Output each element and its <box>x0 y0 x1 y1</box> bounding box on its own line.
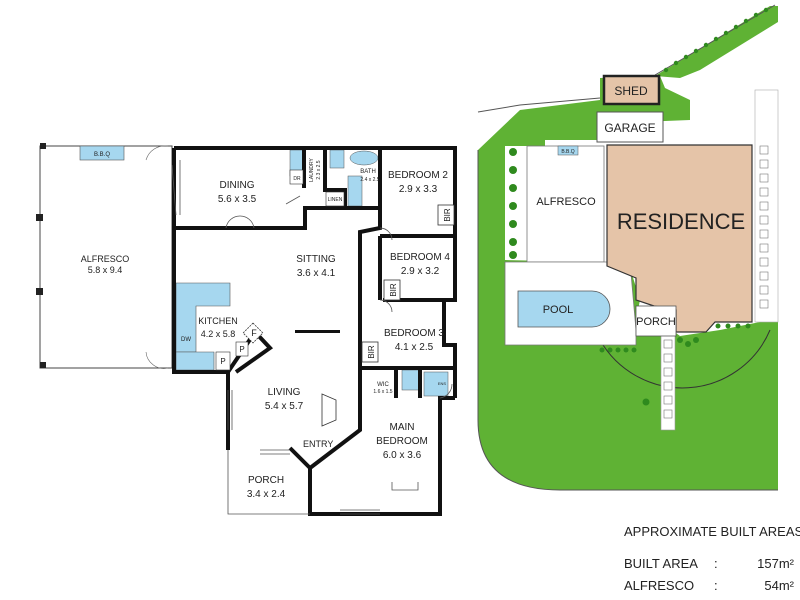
fridge-box <box>242 322 264 344</box>
bir-bedroom4-label: BIR <box>389 283 398 297</box>
thin-lines <box>171 160 453 515</box>
driveway-circle <box>599 329 771 389</box>
alfresco-bbq-label: B.B.Q <box>94 152 110 158</box>
room-sitting-name: SITTING <box>296 254 336 265</box>
built-area-sep: : <box>714 556 718 571</box>
room-dining-name: DINING <box>220 180 255 191</box>
alfresco-area-row: ALFRESCO : 54m² <box>624 578 794 596</box>
entry-label: ENTRY <box>303 439 333 449</box>
lawn-north-strip <box>655 6 778 78</box>
alfresco-area-sep: : <box>714 578 718 593</box>
room-bedroom3-size: 4.1 x 2.5 <box>395 342 434 353</box>
floor-plan: B.B.Q <box>36 143 457 516</box>
site-porch <box>635 305 677 337</box>
alfresco-bbq <box>79 145 125 161</box>
room-main-bedroom-name-2: BEDROOM <box>376 436 428 447</box>
alfresco-area-value: 54m² <box>764 578 794 593</box>
room-bedroom2-name: BEDROOM 2 <box>388 170 448 181</box>
pool-label: POOL <box>543 304 574 316</box>
dryer <box>289 169 304 185</box>
site-alfresco-label: ALFRESCO <box>536 196 596 208</box>
dishwasher-label: DW <box>181 337 191 343</box>
room-laundry-name: LAUNDRY <box>309 157 315 181</box>
bir-bedroom4 <box>383 279 401 301</box>
bir-bedroom2-label: BIR <box>443 208 452 222</box>
room-alfresco-size: 5.8 x 9.4 <box>88 265 123 275</box>
room-porch-name: PORCH <box>248 475 284 486</box>
shed-label: SHED <box>614 84 648 98</box>
pantry-box-1 <box>215 351 231 371</box>
ens-shower <box>401 369 421 391</box>
linen-label: LINEN <box>328 197 343 203</box>
room-bedroom3-name: BEDROOM 3 <box>384 328 444 339</box>
fireplace <box>321 393 337 427</box>
pantry-label-2: P <box>239 345 244 354</box>
sitting-divider <box>295 330 340 333</box>
site-plan: GARAGE SHED B.B.Q ALFRESCO POOL RESIDENC… <box>477 4 779 491</box>
room-living-size: 5.4 x 5.7 <box>265 401 304 412</box>
alfresco-door-arc-bottom <box>145 351 169 369</box>
east-pavers <box>663 145 769 419</box>
room-labels: ALFRESCO 5.8 x 9.4 DINING 5.6 x 3.5 LAUN… <box>81 157 451 500</box>
site-porch-label: PORCH <box>636 316 676 328</box>
room-wic-size: 1.6 x 1.5 <box>373 389 392 395</box>
linen <box>325 191 345 207</box>
room-sitting-size: 3.6 x 4.1 <box>297 268 336 279</box>
residence-label: RESIDENCE <box>617 209 745 234</box>
pantry-box-2 <box>235 341 249 357</box>
room-laundry-size: 2.3 x 2.5 <box>316 160 322 179</box>
alfresco-area <box>39 145 173 369</box>
built-areas-title: APPROXIMATE BUILT AREAS <box>624 524 800 539</box>
room-main-bedroom-name-1: MAIN <box>390 422 415 433</box>
pool <box>517 290 611 328</box>
room-alfresco-name: ALFRESCO <box>81 254 130 264</box>
room-bath-size: 2.4 x 2.5 <box>360 177 379 183</box>
kitchen-counter-bottom <box>175 351 215 371</box>
room-porch-size: 3.4 x 2.4 <box>247 489 286 500</box>
bir-bedroom3 <box>361 341 379 363</box>
built-area-row: BUILT AREA : 157m² <box>624 556 794 574</box>
built-area-label: BUILT AREA <box>624 556 698 571</box>
room-bedroom2-size: 2.9 x 3.3 <box>399 184 438 195</box>
room-bedroom4-size: 2.9 x 3.2 <box>401 266 440 277</box>
pantry-label-1: P <box>220 357 225 366</box>
fridge-label: F <box>251 328 257 338</box>
room-kitchen-size: 4.2 x 5.8 <box>201 329 236 339</box>
garage <box>596 111 664 143</box>
hedges <box>509 7 769 406</box>
site-boundary <box>477 150 778 491</box>
room-main-bedroom-size: 6.0 x 3.6 <box>383 450 422 461</box>
site-alfresco <box>526 145 605 263</box>
site-bbq-label: B.B.Q <box>561 149 574 155</box>
room-dining-size: 5.6 x 3.5 <box>218 194 257 205</box>
site-bbq <box>557 145 579 156</box>
room-wic-name: WIC <box>377 382 389 388</box>
alfresco-area-label: ALFRESCO <box>624 578 695 593</box>
room-kitchen-name: KITCHEN <box>198 316 238 326</box>
built-areas: APPROXIMATE BUILT AREAS BUILT AREA : 157… <box>560 520 800 600</box>
alfresco-posts <box>36 143 46 368</box>
ens-label: ENS <box>438 381 447 386</box>
laundry-tub <box>329 149 345 169</box>
bir-bedroom2 <box>437 204 455 226</box>
bir-bedroom3-label: BIR <box>367 345 376 359</box>
shed <box>602 74 661 106</box>
room-living-name: LIVING <box>268 387 301 398</box>
room-bath-name: BATH <box>360 169 376 175</box>
ens-vanity <box>423 371 449 397</box>
garage-label: GARAGE <box>604 121 655 135</box>
built-area-value: 157m² <box>757 556 794 571</box>
alfresco-door-arc-top <box>145 145 169 161</box>
bathtub <box>349 150 379 166</box>
dryer-label: DR <box>293 176 301 182</box>
room-bedroom4-name: BEDROOM 4 <box>390 252 450 263</box>
